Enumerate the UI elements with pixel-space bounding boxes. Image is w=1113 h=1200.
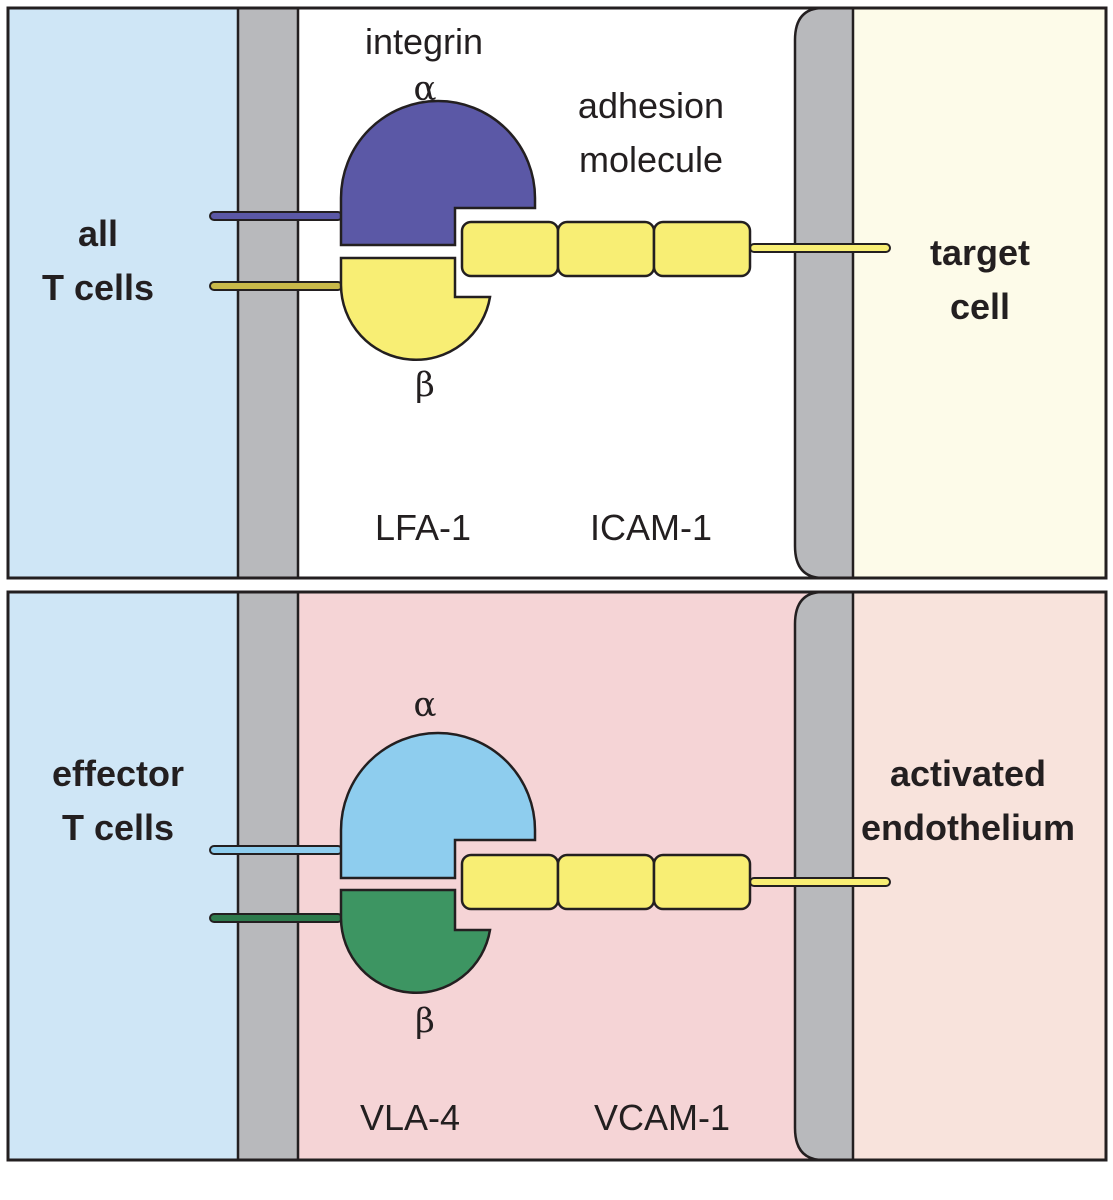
- ligand-name: ICAM-1: [590, 507, 712, 548]
- vcam1-domain-1: [460, 853, 560, 911]
- integrin-name: VLA-4: [360, 1097, 460, 1138]
- alpha-label: α: [414, 69, 437, 109]
- vcam1-domain-3: [652, 853, 752, 911]
- target-cell-membrane: [793, 6, 855, 580]
- right-cell-label-line1: target: [930, 232, 1030, 273]
- alpha-stalk: [209, 845, 343, 855]
- adhesion-label-line2: molecule: [579, 139, 723, 180]
- adhesion-label-line1: adhesion: [578, 85, 724, 126]
- panel-border: [6, 6, 1108, 580]
- left-cell-label-line1: all: [78, 213, 118, 254]
- panel-vla4-vcam1: effector T cells activated endothelium α…: [6, 590, 1108, 1162]
- beta-stalk: [209, 913, 343, 923]
- beta-label: β: [415, 1001, 435, 1041]
- right-cell-label-line2: endothelium: [861, 807, 1075, 848]
- left-cell-label-line1: effector: [52, 753, 184, 794]
- endothelium-membrane: [793, 590, 855, 1162]
- left-cell-label-line2: T cells: [62, 807, 174, 848]
- t-cell-region: [8, 8, 242, 578]
- alpha-label: α: [414, 685, 437, 725]
- icam1-domain-1: [460, 220, 560, 278]
- target-cell-region: [853, 8, 1106, 578]
- beta-stalk: [209, 281, 343, 291]
- beta-subunit: [339, 256, 492, 362]
- alpha-subunit: [339, 731, 537, 880]
- alpha-stalk: [209, 211, 343, 221]
- ligand-name: VCAM-1: [594, 1097, 730, 1138]
- alpha-subunit: [339, 99, 537, 247]
- icam1-domain-3: [652, 220, 752, 278]
- integrin-name: LFA-1: [375, 507, 471, 548]
- panel-border: [6, 590, 1108, 1162]
- vcam1-stalk: [749, 877, 891, 887]
- right-cell-label-line1: activated: [890, 753, 1046, 794]
- integrin-label: integrin: [365, 21, 483, 62]
- icam1-domain-2: [556, 220, 656, 278]
- t-cell-membrane: [236, 6, 300, 580]
- t-cell-membrane: [236, 590, 300, 1162]
- endothelium-region: [853, 592, 1106, 1160]
- vcam1-domain-2: [556, 853, 656, 911]
- left-cell-label-line2: T cells: [42, 267, 154, 308]
- beta-subunit: [339, 888, 492, 995]
- t-cell-region: [8, 592, 238, 1160]
- icam1-stalk: [749, 243, 891, 253]
- panel-lfa1-icam1: all T cells target cell integrin α adhes…: [6, 6, 1108, 580]
- right-cell-label-line2: cell: [950, 286, 1010, 327]
- beta-label: β: [415, 365, 435, 405]
